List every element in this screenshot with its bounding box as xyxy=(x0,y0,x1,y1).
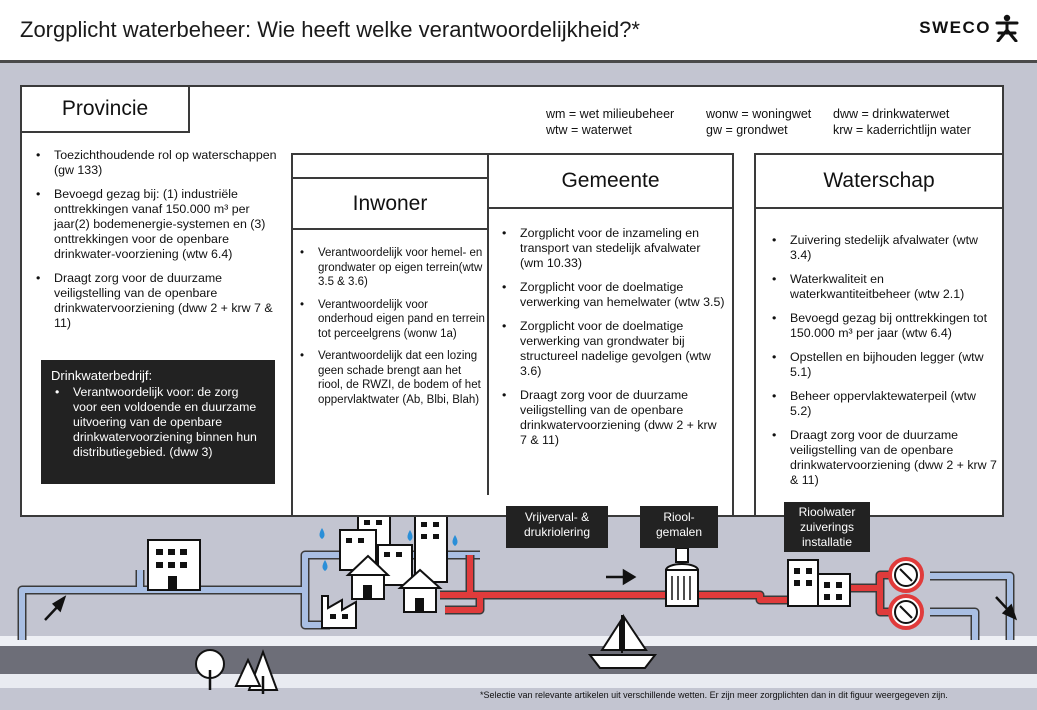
pumping-station-icon xyxy=(665,547,699,607)
drinkwaterbedrijf-list: Verantwoordelijk voor: de zorg voor een … xyxy=(51,385,265,460)
gemeente-item: Draagt zorg voor de duurzame veiligstell… xyxy=(498,388,726,448)
legend-wtw: wtw = waterwet xyxy=(546,123,632,137)
drinkwaterbedrijf-title: Drinkwaterbedrijf: xyxy=(51,368,153,383)
gemeente-title: Gemeente xyxy=(487,153,734,209)
waterschap-item: Waterkwaliteit en waterkwantiteitbeheer … xyxy=(768,272,998,302)
pump-icon xyxy=(888,557,924,630)
inwoner-item: Verantwoordelijk dat een lozing geen sch… xyxy=(296,349,486,407)
legend-dww: dww = drinkwaterwet xyxy=(833,107,950,121)
inwoner-title: Inwoner xyxy=(291,177,489,230)
legend-gw: gw = grondwet xyxy=(706,123,788,137)
provincie-item: Toezichthoudende rol op waterschappen (g… xyxy=(32,148,282,178)
waterschap-item: Beheer oppervlaktewaterpeil (wtw 5.2) xyxy=(768,389,998,419)
provincie-title: Provincie xyxy=(20,85,190,133)
legend-krw: krw = kaderrichtlijn water xyxy=(833,123,971,137)
factory-icon xyxy=(321,595,357,629)
provincie-item: Bevoegd gezag bij: (1) industriële onttr… xyxy=(32,187,282,262)
logo-text: SWECO xyxy=(919,18,991,37)
title-bar: Zorgplicht waterbeheer: Wie heeft welke … xyxy=(0,0,1037,63)
inwoner-item: Verantwoordelijk voor onderhoud eigen pa… xyxy=(296,298,486,342)
sweco-logo-icon xyxy=(995,14,1019,42)
house-icon xyxy=(345,554,443,613)
footnote: *Selectie van relevante artikelen uit ve… xyxy=(480,690,948,700)
waterschap-item: Opstellen en bijhouden legger (wtw 5.1) xyxy=(768,350,998,380)
drinkwaterbedrijf-box: Drinkwaterbedrijf: Verantwoordelijk voor… xyxy=(41,360,275,484)
waterschap-list: Zuivering stedelijk afvalwater (wtw 3.4)… xyxy=(768,233,998,497)
legend-wonw: wonw = woningwet xyxy=(706,107,812,121)
drinkwaterbedrijf-item: Verantwoordelijk voor: de zorg voor een … xyxy=(51,385,265,460)
inwoner-item: Verantwoordelijk voor hemel- en grondwat… xyxy=(296,246,486,290)
gemeente-item: Zorgplicht voor de doelmatige verwerking… xyxy=(498,280,726,310)
gemalen-label: Riool- gemalen xyxy=(640,506,718,548)
legend-wm: wm = wet milieubeheer xyxy=(546,107,675,121)
waterschap-item: Zuivering stedelijk afvalwater (wtw 3.4) xyxy=(768,233,998,263)
inwoner-list: Verantwoordelijk voor hemel- en grondwat… xyxy=(296,246,486,415)
gemeente-item: Zorgplicht voor de inzameling en transpo… xyxy=(498,226,726,271)
treatment-plant-icon xyxy=(787,559,851,607)
building-icon xyxy=(147,539,201,591)
riolering-label: Vrijverval- & drukriolering xyxy=(506,506,608,548)
provincie-item: Draagt zorg voor de duurzame veiligstell… xyxy=(32,271,282,331)
waterschap-item: Draagt zorg voor de duurzame veiligstell… xyxy=(768,428,998,488)
tree-icon xyxy=(195,649,279,694)
gemeente-item: Zorgplicht voor de doelmatige verwerking… xyxy=(498,319,726,379)
rwzi-label: Rioolwater zuiverings installatie xyxy=(784,502,870,552)
waterschap-item: Bevoegd gezag bij onttrekkingen tot 150.… xyxy=(768,311,998,341)
gemeente-list: Zorgplicht voor de inzameling en transpo… xyxy=(498,226,726,457)
sewer-pipe xyxy=(440,555,890,615)
sweco-logo: SWECO xyxy=(919,14,1019,42)
arrow-icon xyxy=(44,568,1018,621)
sailboat-icon xyxy=(587,613,658,669)
provincie-list: Toezichthoudende rol op waterschappen (g… xyxy=(32,148,282,340)
page-title: Zorgplicht waterbeheer: Wie heeft welke … xyxy=(20,17,640,42)
waterschap-title: Waterschap xyxy=(754,153,1004,209)
